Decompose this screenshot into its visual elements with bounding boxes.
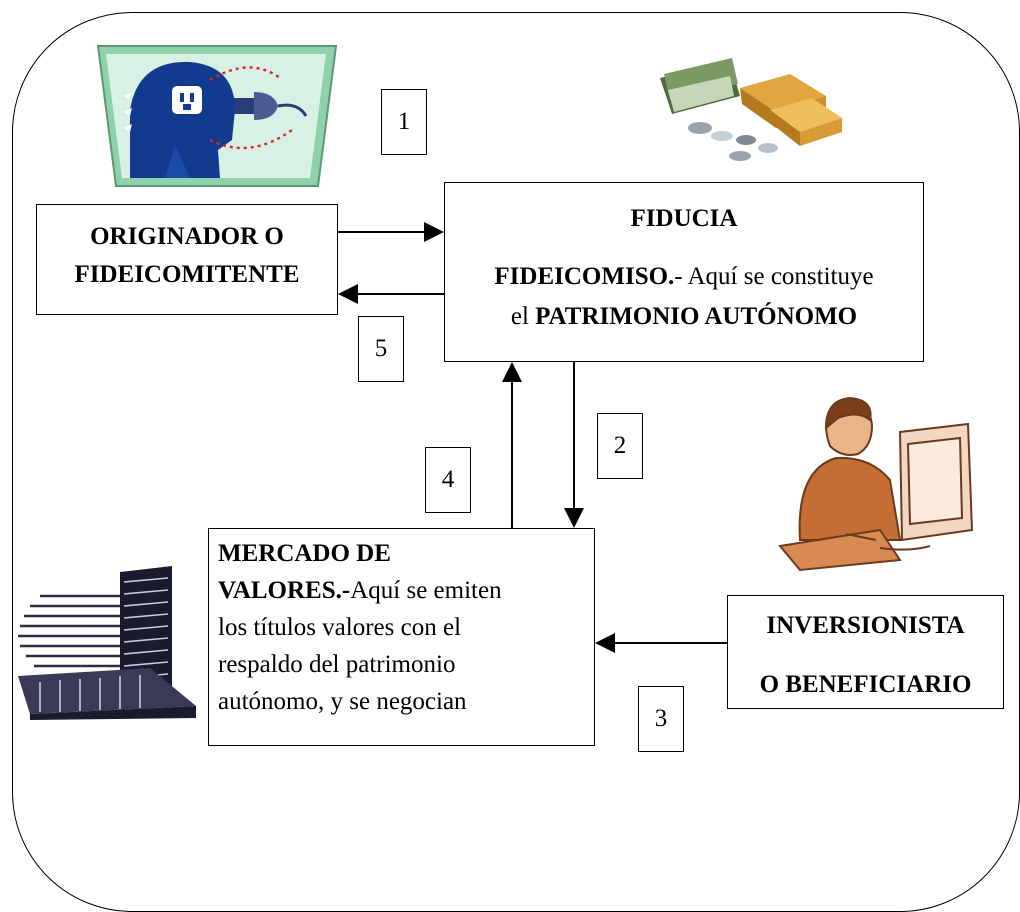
- mercado-text-line5: autónomo, y se negocian: [218, 688, 467, 715]
- patrimonio-autonomo: PATRIMONIO AUTÓNOMO: [535, 303, 858, 330]
- fiducia-el: el: [510, 303, 529, 330]
- inversionista-line2: O BENEFICIARIO: [759, 671, 972, 698]
- mercado-heading-line2: VALORES.-: [218, 577, 351, 604]
- flow-arrows: [338, 222, 727, 653]
- originador-line2: FIDEICOMITENTE: [74, 261, 300, 288]
- fiducia-title: FIDUCIA: [630, 205, 738, 232]
- mercado-text-line2: Aquí se emiten: [350, 577, 502, 604]
- inversionista-line1: INVERSIONISTA: [766, 612, 965, 639]
- step-3-label: 3: [638, 686, 684, 752]
- fideicomiso-label: FIDEICOMISO.: [494, 263, 675, 290]
- step-1-label: 1: [381, 89, 427, 155]
- step-4-label: 4: [425, 447, 471, 513]
- mercado-text-line3: los títulos valores con el: [218, 614, 462, 641]
- inversionista-box: INVERSIONISTA O BENEFICIARIO: [727, 595, 1004, 709]
- step-5-label: 5: [358, 316, 404, 382]
- step-2-label: 2: [597, 413, 643, 479]
- mercado-heading-line1: MERCADO DE: [218, 540, 391, 567]
- originador-box: ORIGINADOR O FIDEICOMITENTE: [36, 204, 338, 315]
- fiducia-line1: FIDEICOMISO.- Aquí se constituye: [445, 257, 923, 297]
- fiducia-line2: el PATRIMONIO AUTÓNOMO: [445, 297, 923, 337]
- mercado-box: MERCADO DE VALORES.-Aquí se emiten los t…: [208, 528, 595, 746]
- fiducia-box: FIDUCIA FIDEICOMISO.- Aquí se constituye…: [444, 182, 924, 362]
- mercado-text-line4: respaldo del patrimonio: [218, 651, 456, 678]
- mercado-line2: VALORES.-Aquí se emiten: [218, 572, 594, 609]
- fideicomiso-text: - Aquí se constituye: [674, 263, 874, 290]
- originador-line1: ORIGINADOR O: [90, 223, 284, 250]
